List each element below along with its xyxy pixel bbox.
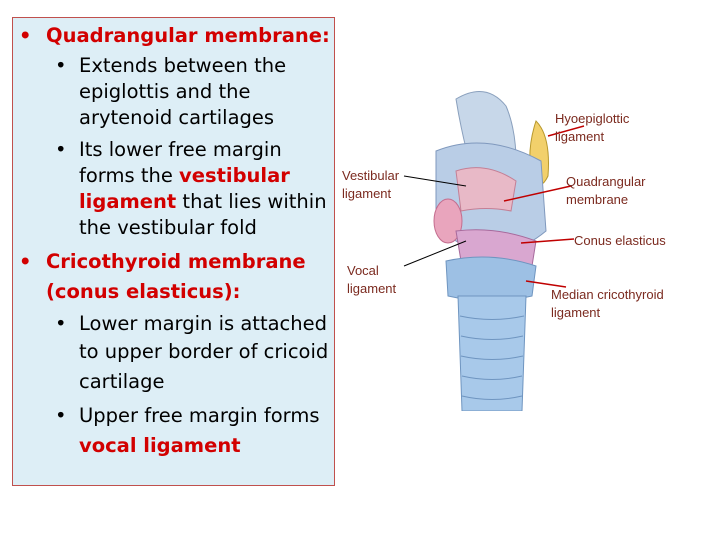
cricothyroid-heading: Cricothyroid membrane (46, 250, 306, 273)
text-line: epiglottis and the (79, 80, 251, 103)
vocal-ligament-label-2: ligament (347, 281, 397, 296)
vocal-ligament-highlight: vocal ligament (79, 434, 241, 457)
text-line: arytenoid cartilages (79, 106, 275, 129)
text-line: Upper free margin forms (79, 404, 320, 427)
vestibular-ligament-label: Vestibular (342, 168, 400, 183)
vocal-ligament-label: Vocal (347, 263, 379, 278)
ligament-highlight: ligament (79, 190, 177, 213)
sub-bullet-1: • (55, 54, 67, 77)
quadrangular-heading: Quadrangular membrane: (46, 24, 330, 47)
larynx-illustration (336, 81, 706, 412)
sub-bullet-4: • (55, 404, 67, 427)
conus-elasticus-label: Conus elasticus (574, 233, 666, 248)
text-line: Lower margin is attached (79, 312, 328, 335)
larynx-figure: Hyoepiglottic ligament Vestibular ligame… (336, 81, 706, 412)
hyoepiglottic-label: Hyoepiglottic (555, 111, 630, 126)
bullet-1: • (19, 24, 32, 47)
sub-bullet-3: • (55, 312, 67, 335)
text-line: the vestibular fold (79, 216, 257, 239)
sub-bullet-2: • (55, 138, 67, 161)
quadrangular-membrane-label-2: membrane (566, 192, 629, 207)
conus-heading: (conus elasticus): (46, 280, 241, 303)
median-cricothyroid-label-2: ligament (551, 305, 601, 320)
text-line: Extends between the (79, 54, 287, 77)
median-cricothyroid-label: Median cricothyroid (551, 287, 664, 302)
vestibular-ligament-label-2: ligament (342, 186, 392, 201)
text-panel: • Quadrangular membrane: • Extends betwe… (12, 17, 335, 486)
vestibular-highlight: vestibular (179, 164, 290, 187)
text-line: Its lower free margin (79, 138, 282, 161)
text-line: forms the vestibular (79, 164, 290, 187)
text-line: ligament that lies within (79, 190, 327, 213)
quadrangular-membrane-label: Quadrangular (566, 174, 646, 189)
text-line: to upper border of cricoid (79, 340, 329, 363)
hyoepiglottic-label-2: ligament (555, 129, 605, 144)
bullet-2: • (19, 250, 32, 273)
text-line: cartilage (79, 370, 165, 393)
